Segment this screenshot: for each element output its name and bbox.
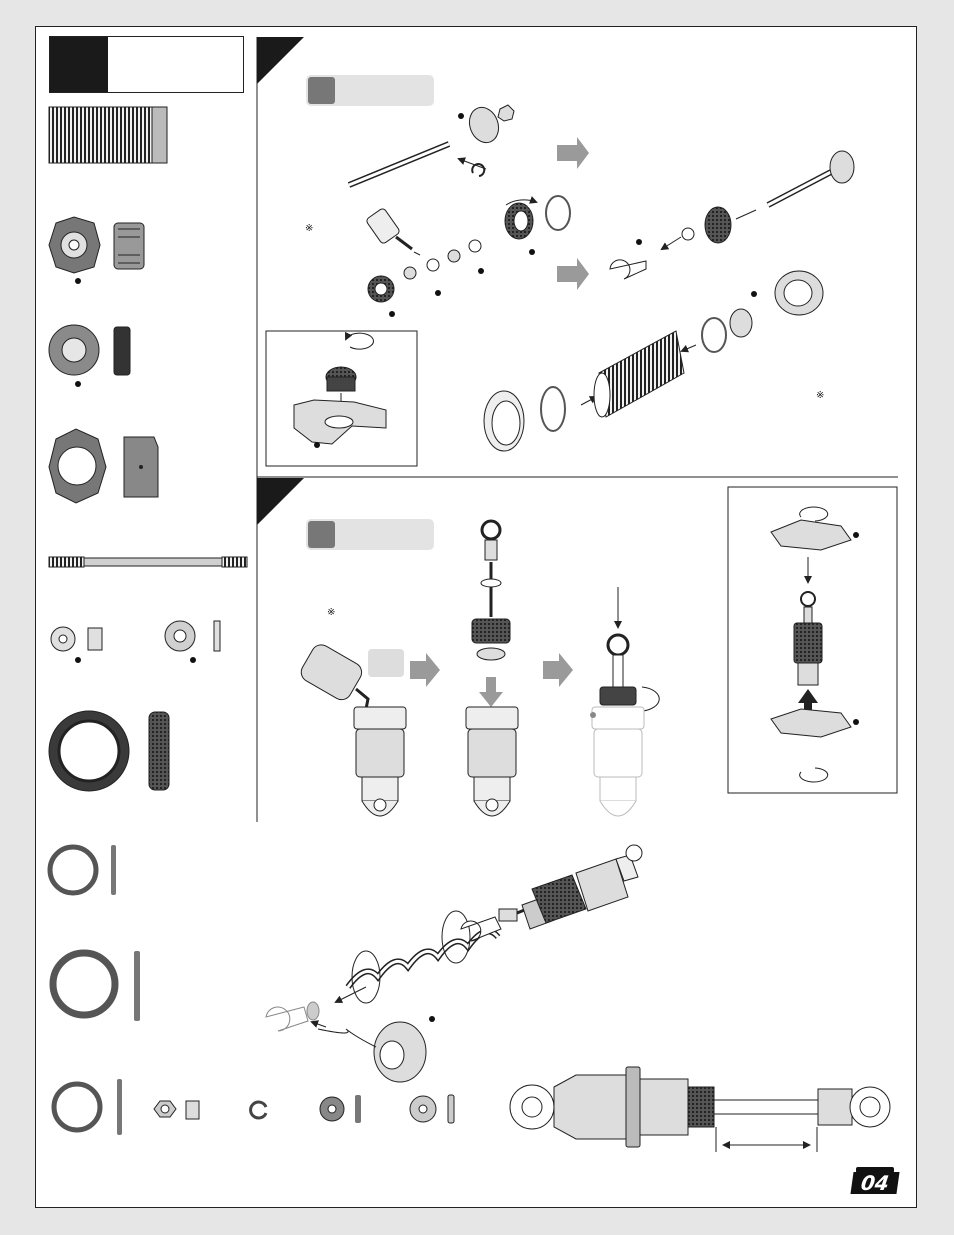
note-mark-2: ※ xyxy=(816,390,825,401)
parts-list xyxy=(47,106,455,1135)
shock-body-exploded xyxy=(483,270,824,452)
small-hardware-icon xyxy=(153,1094,455,1124)
shock-length-diagram xyxy=(509,1066,891,1152)
shock-tool-icon-2 xyxy=(770,506,859,783)
step-1 xyxy=(257,37,855,467)
shock-nut-icon xyxy=(48,428,159,504)
note-mark-3: ※ xyxy=(327,607,336,618)
shaft-assembly xyxy=(347,104,515,188)
arrow-right-icon xyxy=(557,137,589,290)
logo-text: 04 xyxy=(850,1171,900,1195)
instruction-page: ※ ※ ※ 04 xyxy=(35,26,917,1208)
completed-shaft xyxy=(609,150,855,280)
brand-logo: 04 xyxy=(850,1167,900,1197)
lower-cap-icon xyxy=(48,710,170,792)
oil-fill-shock xyxy=(300,644,440,817)
oil-bottle-icon xyxy=(366,208,421,256)
spring-icon xyxy=(345,910,501,1004)
o-ring-icon xyxy=(47,844,140,1135)
piston-icon xyxy=(367,195,571,317)
final-assembly xyxy=(265,844,891,1152)
step-2-badge xyxy=(257,478,304,525)
tighten-cap xyxy=(590,587,660,817)
shock-cap-icon xyxy=(48,216,145,284)
shock-collar-icon xyxy=(48,324,131,387)
e-clip-icon xyxy=(249,1100,268,1120)
assembled-shock-icon xyxy=(521,844,643,930)
parts-header-box xyxy=(49,36,244,93)
spring-cup-icon xyxy=(310,1016,435,1083)
step-1-badge xyxy=(257,37,304,84)
step-1-label-box xyxy=(306,75,434,106)
parts-header-badge xyxy=(50,37,108,92)
rod-end-icon xyxy=(265,905,533,1032)
washer-icon xyxy=(50,620,221,663)
note-mark-1: ※ xyxy=(305,223,314,234)
shock-tool-icon xyxy=(293,331,387,448)
shock-body-icon xyxy=(48,106,168,164)
step-2 xyxy=(257,478,898,817)
shock-shaft-icon xyxy=(48,556,248,568)
step-2-label-box xyxy=(306,519,434,550)
insert-shaft xyxy=(465,519,573,817)
